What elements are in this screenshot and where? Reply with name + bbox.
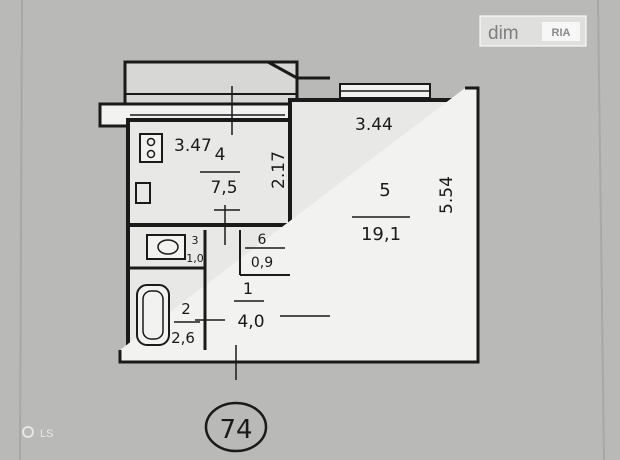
paper-fold-right [597,0,605,460]
room-number: 1 [243,279,253,298]
room-number: 5 [379,180,390,201]
paper-fold-left [19,0,23,460]
room-living: 5 19,1 [352,180,410,245]
kitchen-height-label: 2.17 [269,151,289,189]
room-storage: 6 0,9 [251,232,273,271]
corner-watermark-text: LS [40,428,53,440]
room-area: 1,0 [186,252,204,265]
room-hall: 1 4,0 [234,279,265,332]
dimension-labels: 3.47 2.17 3.44 5.54 [174,115,457,214]
room-area: 0,9 [251,255,273,271]
living-height-label: 5.54 [437,176,457,214]
watermark-badge-text: RIA [552,27,571,39]
sheet-number: 74 [219,415,252,445]
room-number: 4 [215,145,226,165]
sink-icon [135,182,151,204]
room-kitchen: 4 7,5 [200,145,240,198]
room-number: 2 [181,300,191,318]
watermark-brand: dim [488,23,519,44]
bathtub-icon [136,284,170,346]
sheet-number-stamp: 74 [204,401,268,453]
living-width-label: 3.44 [355,115,393,135]
room-wc: 3 1,0 [186,234,204,265]
room-number: 3 [192,234,199,247]
watermark-badge: dim RIA [479,15,587,47]
stove-icon [139,133,163,163]
balcony [123,60,330,108]
room-area: 2,6 [171,329,195,347]
room-bath: 2 2,6 [171,300,200,347]
room-area: 19,1 [361,224,401,245]
corner-watermark: LS [22,426,53,440]
kitchen-width-label: 3.47 [174,136,212,156]
room-area: 4,0 [237,312,264,332]
toilet-icon [146,234,186,260]
dimension-lines [195,86,330,380]
room-area: 7,5 [210,178,237,198]
apartment-walls [118,83,480,364]
room-number: 6 [258,232,267,248]
